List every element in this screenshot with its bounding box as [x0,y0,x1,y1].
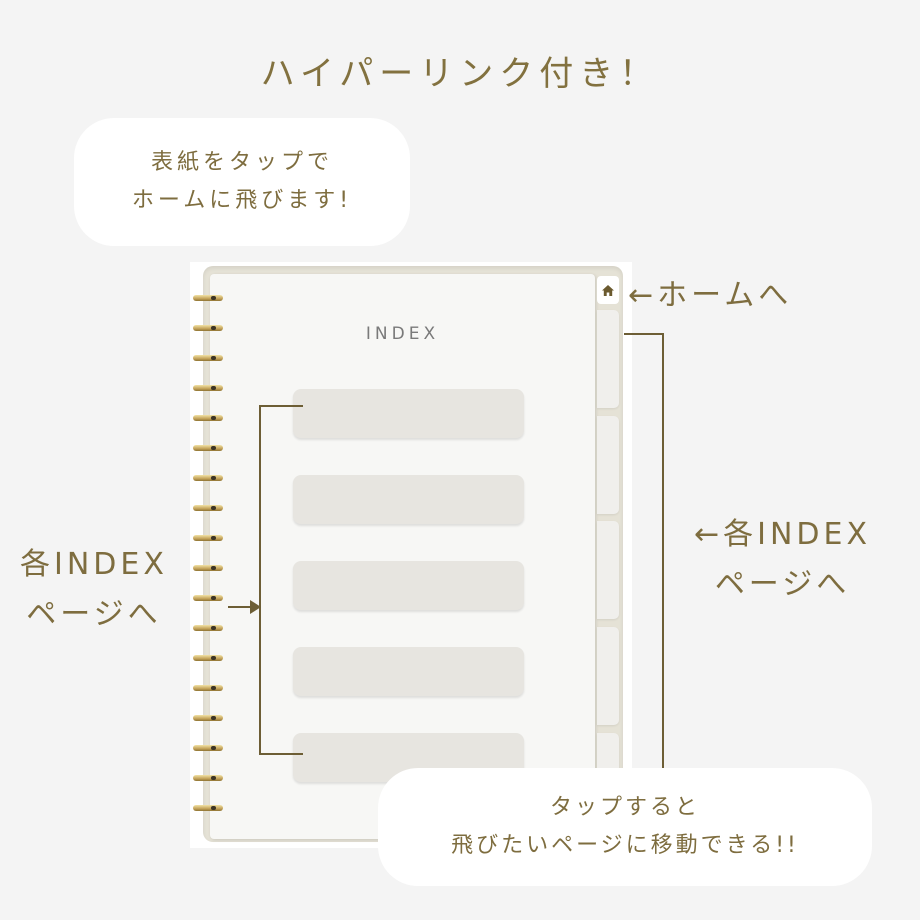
bubble-top-line2: ホームに飛びます! [131,188,353,213]
spiral-ring-icon [193,775,223,781]
label-right-line1: ←各INDEX [694,517,872,552]
spiral-ring-icon [193,505,223,511]
index-link-button[interactable] [293,561,524,610]
label-to-home: ←ホームへ [628,278,793,313]
bracket-line [259,405,261,755]
spiral-ring-icon [193,325,223,331]
spiral-ring-icon [193,385,223,391]
bracket-line [259,753,303,755]
index-title: INDEX [365,324,440,344]
spiral-ring-icon [193,415,223,421]
spiral-ring-icon [193,655,223,661]
label-to-index-right: ←各INDEX ページへ [694,510,871,610]
label-right-line2: ページへ [714,567,851,602]
label-to-index-left: 各INDEX ページへ [20,540,168,640]
side-index-tab[interactable] [597,521,619,619]
speech-bubble-tap-tip: タップすると 飛びたいページに移動できる!! [378,768,872,886]
spiral-ring-icon [193,805,223,811]
label-left-line1: 各INDEX [20,547,168,582]
side-index-tab[interactable] [597,310,619,408]
bubble-bottom-line2: 飛びたいページに移動できる!! [451,833,799,858]
spiral-ring-icon [193,715,223,721]
spiral-ring-icon [193,535,223,541]
spiral-ring-icon [193,595,223,601]
speech-bubble-cover-tip: 表紙をタップで ホームに飛びます! [74,118,410,246]
index-link-button[interactable] [293,475,524,524]
spiral-ring-icon [193,355,223,361]
arrow-right-icon [250,600,261,614]
home-tab[interactable] [597,276,619,304]
spiral-ring-icon [193,295,223,301]
bubble-top-line1: 表紙をタップで [150,150,333,175]
side-index-tab[interactable] [597,416,619,514]
index-link-button[interactable] [293,389,524,438]
spiral-ring-icon [193,565,223,571]
home-icon [602,284,614,296]
bracket-line [259,405,303,407]
side-index-tab[interactable] [597,627,619,725]
spiral-ring-icon [193,685,223,691]
headline: ハイパーリンク付き！ [260,54,660,94]
spiral-ring-icon [193,475,223,481]
spiral-ring-icon [193,445,223,451]
bubble-bottom-line1: タップすると [549,795,700,820]
arrow-line [228,606,254,608]
label-left-line2: ページへ [26,597,162,632]
bracket-line [662,333,664,773]
bracket-line [624,333,664,335]
index-link-button[interactable] [293,647,524,696]
spiral-ring-icon [193,745,223,751]
spiral-ring-icon [193,625,223,631]
